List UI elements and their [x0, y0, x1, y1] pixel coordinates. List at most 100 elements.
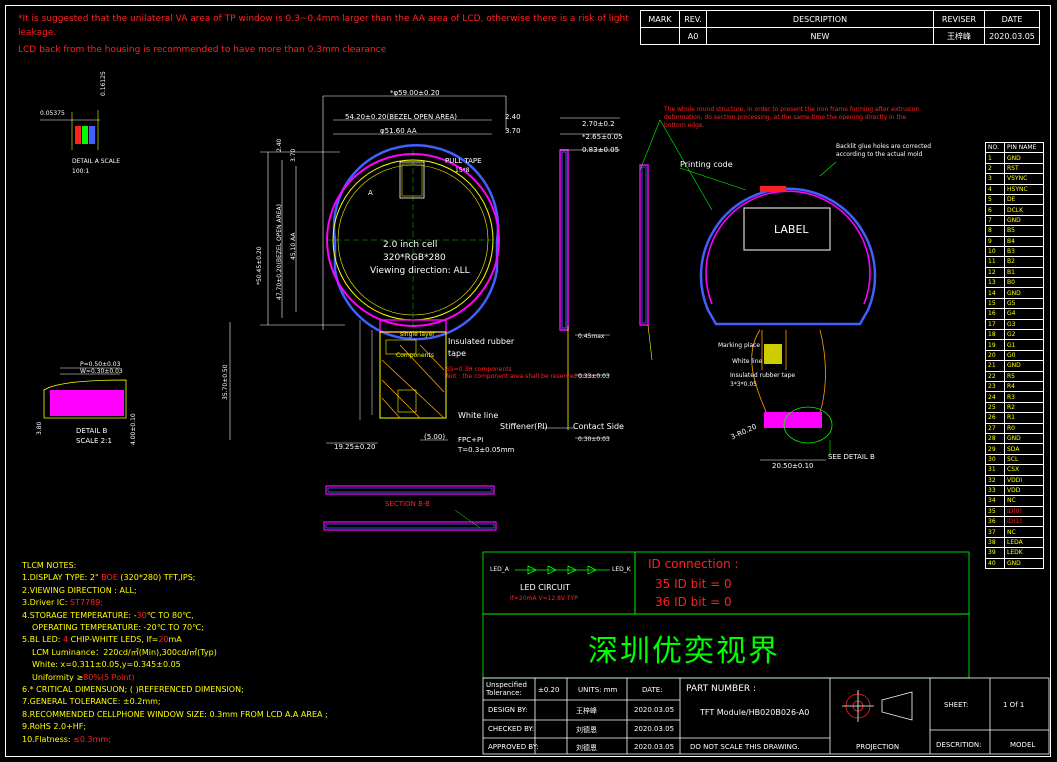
pull-tape-size: 15*8	[455, 167, 470, 174]
insulated-label: Insulated rubber	[448, 337, 515, 346]
detail-a-label: DETAIL A SCALE	[72, 158, 120, 165]
pin-number: 39	[985, 547, 1005, 559]
tlcm-notes: TLCM NOTES: 1.DISPLAY TYPE: 2" BOE (320*…	[22, 560, 328, 746]
pin-number: 12	[985, 266, 1005, 279]
tb-part-header: PART NUMBER :	[686, 684, 757, 694]
front-dim-aa: φ51.60 AA	[380, 127, 417, 135]
tlcm-line-3: 3.Driver IC: ST7789;	[22, 598, 104, 608]
pin-number: 37	[985, 526, 1005, 538]
rev-cell-desc: NEW	[706, 27, 934, 45]
pull-tape-label: PULL TAPE	[445, 157, 482, 165]
pin-name: R2	[1004, 401, 1044, 414]
pin-number: 27	[985, 422, 1005, 434]
tlcm-line-6: 5.BL LED: 4 CHIP-WHITE LEDS, If=20mA	[22, 635, 182, 645]
fpc-thickness: T=0.3±0.05mm	[458, 446, 515, 454]
pin-number: 28	[985, 432, 1005, 445]
pin-name: RST	[1004, 162, 1044, 175]
rev-cell-date: 2020.03.05	[984, 27, 1040, 45]
pin-name: CSX	[1004, 464, 1044, 476]
pin-number: 29	[985, 443, 1005, 455]
dim-long: 35.70±0.50	[222, 364, 229, 400]
insulated-note: Insulated rubber tape	[730, 372, 796, 379]
tb-checked-date: 2020.03.05	[634, 725, 675, 733]
pin-number: 23	[985, 380, 1005, 393]
side-dim-270: 2.70±0.2	[582, 120, 615, 128]
pin-name: LEDA	[1004, 536, 1044, 549]
revision-table: MARK REV. DESCRIPTION REVISER DATE A0 NE…	[640, 10, 1040, 45]
led-circuit-spec: If=20mA V=12.8V TYP	[510, 595, 578, 602]
id-bit-35: 35 ID bit = 0	[655, 577, 732, 591]
detail-b-scale: SCALE 2:1	[76, 437, 112, 445]
white-line-note: White line	[732, 358, 763, 365]
id-bit-36: 36 ID bit = 0	[655, 595, 732, 609]
dim-500: (5.00)	[424, 433, 446, 441]
tlcm-title: TLCM NOTES:	[22, 561, 77, 570]
tb-checked-label: CHECKED BY:	[488, 725, 535, 733]
panel-text-resolution: 320*RGB*280	[383, 253, 446, 263]
company-name: 深圳优奕视界	[588, 634, 780, 669]
side-dim-033: 0.33±0.03	[578, 373, 610, 380]
section-bb-label: SECTION B-B	[385, 500, 430, 508]
pin-number: 15	[985, 297, 1005, 310]
tb-desc-label: DESCRITION:	[936, 741, 982, 749]
pin-name: VSYNC	[1004, 173, 1044, 185]
marking-place-note: Marking place	[718, 342, 761, 349]
pin-name: G4	[1004, 308, 1044, 320]
white-line-label: White line	[458, 411, 499, 420]
printing-code-label: Printing code	[680, 160, 733, 169]
tlcm-line-7: LCM Luminance：220cd/㎡(Min),300cd/㎡(Typ)	[32, 647, 217, 657]
front-dim-240: 2.40	[505, 113, 521, 121]
pin-number: 17	[985, 318, 1005, 331]
title-block-lines	[482, 613, 1050, 755]
pin-number: 32	[985, 474, 1005, 486]
pin-header-name: PIN NAME	[1004, 141, 1044, 154]
pin-number: 18	[985, 329, 1005, 341]
pin-number: 1	[985, 152, 1005, 164]
rear-view	[659, 119, 877, 461]
fpc-label: FPC+PI	[458, 436, 484, 444]
tlcm-line-4: 4.STORAGE TEMPERATURE: -30℃ TO 80℃,	[22, 610, 194, 620]
dim-1925: 19.25±0.20	[334, 443, 376, 451]
contact-side-label: Contact Side	[573, 422, 624, 431]
single-layer-label: single layer	[400, 331, 435, 338]
pin-number: 40	[985, 557, 1005, 570]
pin-name: VDD	[1004, 484, 1044, 497]
side-dim-265: *2.65±0.05	[582, 133, 623, 141]
tb-part-number: TFT Module/HB020B026-A0	[700, 708, 810, 717]
top-note-1a: *It is suggested that the unilateral VA …	[18, 14, 629, 24]
tape-size-note: 3*3*0.05	[730, 381, 757, 388]
pin-name: GND	[1004, 214, 1044, 227]
drawing-frame	[5, 5, 1051, 757]
pin-name: NC	[1004, 526, 1044, 538]
pin-number: 25	[985, 401, 1005, 414]
pin-name: G0	[1004, 349, 1044, 362]
detail-b-d1: 3.80	[36, 421, 43, 435]
tb-noscale: DO NOT SCALE THIS DRAWING.	[690, 743, 800, 751]
pin-name: B5	[1004, 225, 1044, 237]
top-note-2: LCD back from the housing is recommended…	[18, 45, 387, 55]
pin-number: 19	[985, 339, 1005, 351]
pin-number: 22	[985, 370, 1005, 383]
front-view-panel	[326, 143, 500, 341]
front-dim-v4: 45.10 AA	[290, 232, 297, 260]
